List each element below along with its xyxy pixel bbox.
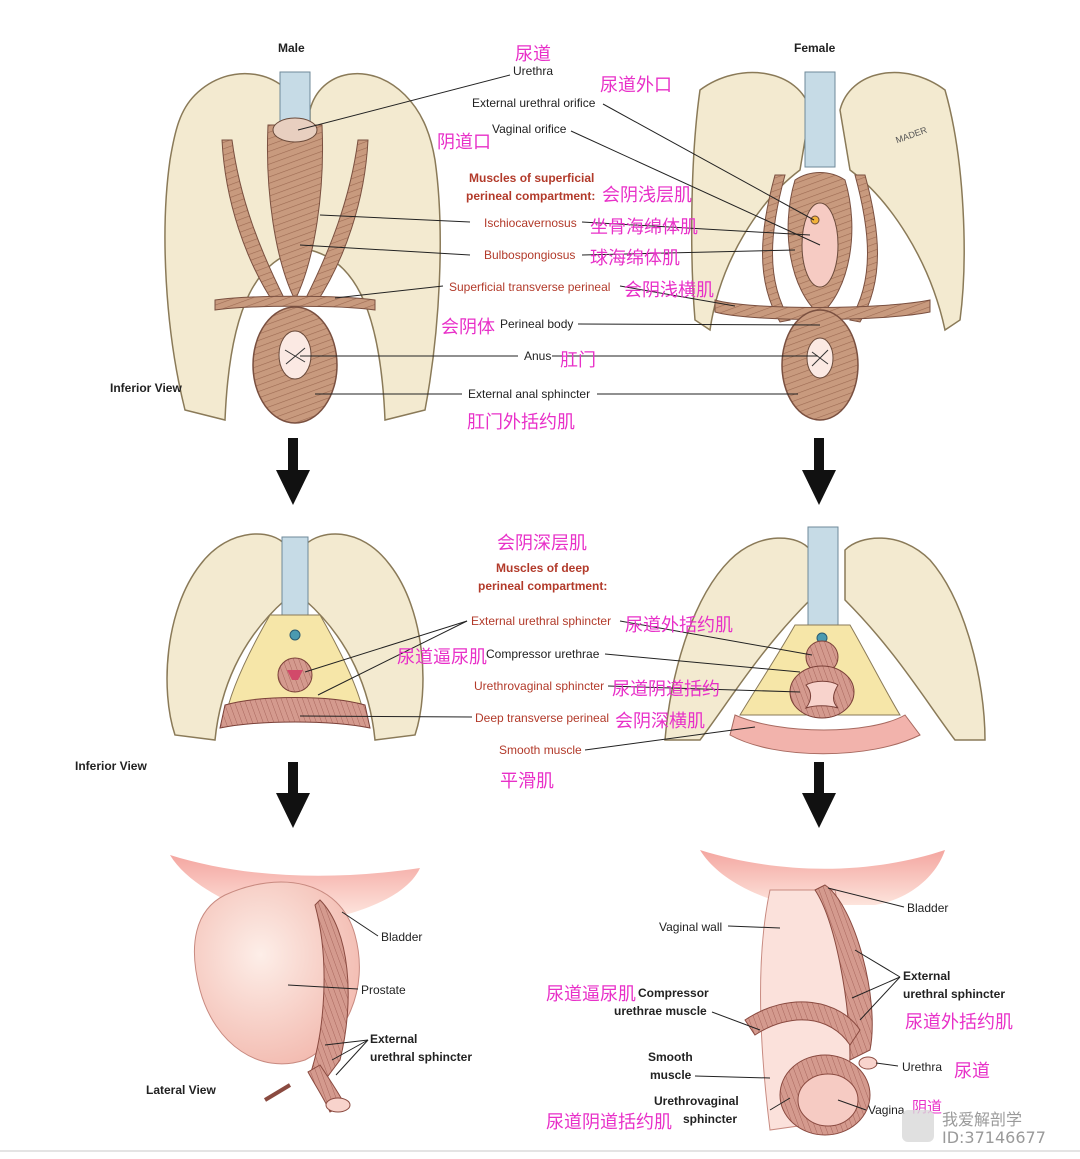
- bottom-male-illustration: [170, 855, 420, 1113]
- label-vaginal-orifice-cn: 阴道口: [437, 132, 491, 153]
- arrow-mid-left: [276, 762, 310, 828]
- label-urethrovag-bottom-2: sphincter: [683, 1112, 738, 1126]
- label-superficial-title-2: perineal compartment:: [466, 189, 596, 203]
- top-male-urethra-end: [272, 117, 318, 143]
- label-compressor-cn: 尿道逼尿肌: [397, 647, 487, 668]
- label-compressor-bottom-1: Compressor: [638, 986, 709, 1000]
- label-ext-sph-male-1: External: [370, 1032, 418, 1046]
- middle-female-urethra-tube: [807, 526, 839, 626]
- middle-female-smooth-muscle: [729, 714, 921, 755]
- bottom-female-bladder: [700, 850, 945, 905]
- label-perineal-body-cn: 会阴体: [441, 317, 495, 338]
- label-vagina: Vagina: [868, 1103, 905, 1117]
- label-deep-title-1: Muscles of deep: [496, 561, 590, 575]
- header-lateral-view: Lateral View: [146, 1083, 216, 1097]
- label-compressor-bottom-cn: 尿道逼尿肌: [546, 984, 636, 1005]
- label-bulbo-cn: 球海绵体肌: [590, 248, 680, 269]
- label-anus-cn: 肛门: [560, 350, 596, 371]
- label-ext-anal-cn: 肛门外括约肌: [467, 412, 575, 433]
- arrow-mid-right: [802, 762, 836, 828]
- label-smooth-bottom-1: Smooth: [648, 1050, 693, 1064]
- label-compressor: Compressor urethrae: [486, 647, 600, 661]
- label-ext-ureth-sph: External urethral sphincter: [471, 614, 612, 628]
- header-male: Male: [278, 41, 305, 55]
- top-female-ischio-right: [849, 174, 878, 323]
- label-urethra-bottom-cn: 尿道: [954, 1061, 990, 1082]
- watermark-logo-icon: [902, 1110, 934, 1142]
- arrow-top-right: [802, 438, 836, 505]
- top-female-ischio-left: [762, 174, 791, 323]
- label-smooth: Smooth muscle: [499, 743, 582, 757]
- label-sup-trans-cn: 会阴浅横肌: [624, 280, 714, 301]
- label-bladder-male: Bladder: [381, 930, 423, 944]
- label-deep-title-cn: 会阴深层肌: [497, 533, 587, 554]
- label-anus: Anus: [524, 349, 552, 363]
- label-superficial-title-1: Muscles of superficial: [469, 171, 595, 185]
- header-inferior-view-1: Inferior View: [110, 381, 182, 395]
- watermark-id: ID:37146677: [942, 1128, 1046, 1147]
- label-vaginal-orifice: Vaginal orifice: [492, 122, 567, 136]
- label-urethra-cn: 尿道: [515, 44, 551, 65]
- label-smooth-cn: 平滑肌: [500, 771, 554, 792]
- label-urethrovaginal-cn: 尿道阴道括约: [612, 679, 720, 700]
- header-inferior-view-2: Inferior View: [75, 759, 147, 773]
- top-male-urethra-tube: [279, 71, 311, 123]
- label-ischio-cn: 坐骨海绵体肌: [590, 217, 698, 238]
- label-ext-sph-female-1: External: [903, 969, 951, 983]
- middle-leader-lines: [299, 620, 813, 751]
- top-female-illustration: [690, 71, 965, 421]
- label-compressor-bottom-2: urethrae muscle: [614, 1004, 707, 1018]
- label-ext-anal: External anal sphincter: [468, 387, 591, 401]
- arrow-top-left: [276, 438, 310, 505]
- label-ext-ureth-sph-cn: 尿道外括约肌: [625, 615, 733, 636]
- label-urethrovag-bottom-cn: 尿道阴道括约肌: [546, 1112, 672, 1133]
- label-ext-sph-female-2: urethral sphincter: [903, 987, 1006, 1001]
- top-male-transverse: [214, 295, 376, 311]
- middle-male-illustration: [166, 533, 424, 741]
- middle-male-deep-transverse: [219, 697, 371, 729]
- label-ischio: Ischiocavernosus: [484, 216, 577, 230]
- label-urethra-bottom: Urethra: [902, 1060, 943, 1074]
- arrows: [276, 438, 836, 828]
- label-ext-sph-female-cn: 尿道外括约肌: [905, 1012, 1013, 1033]
- middle-female-illustration: [664, 526, 986, 755]
- top-male-anus: [278, 330, 312, 380]
- label-bulbo: Bulbospongiosus: [484, 248, 576, 262]
- label-deep-title-2: perineal compartment:: [478, 579, 608, 593]
- label-deep-trans: Deep transverse perineal: [475, 711, 610, 725]
- top-female-urethral-orifice: [810, 215, 820, 225]
- top-female-bone-right: [839, 71, 965, 332]
- label-superficial-title-cn: 会阴浅层肌: [602, 185, 692, 206]
- label-urethrovaginal: Urethrovaginal sphincter: [474, 679, 605, 693]
- label-urethrovag-bottom-1: Urethrovaginal: [654, 1094, 739, 1108]
- label-deep-trans-cn: 会阴深横肌: [615, 711, 705, 732]
- top-male-bone-right: [309, 72, 441, 421]
- bottom-female-compressor: [744, 1001, 861, 1046]
- label-urethra: Urethra: [513, 64, 554, 78]
- label-perineal-body: Perineal body: [500, 317, 574, 331]
- header-female: Female: [794, 41, 836, 55]
- top-male-illustration: [164, 71, 441, 424]
- label-ext-orifice-cn: 尿道外口: [600, 75, 672, 96]
- label-sup-trans: Superficial transverse perineal: [449, 280, 611, 294]
- bottom-female-illustration: [700, 850, 945, 1136]
- top-female-bone-left: [690, 71, 811, 332]
- label-vaginal-wall: Vaginal wall: [659, 920, 723, 934]
- top-male-bulbo: [267, 124, 323, 302]
- bottom-female-ext-sphincter: [814, 884, 873, 1061]
- label-prostate: Prostate: [361, 983, 406, 997]
- label-smooth-bottom-2: muscle: [650, 1068, 692, 1082]
- top-female-urethra-tube: [804, 71, 836, 168]
- watermark-name: 我爱解剖学: [942, 1110, 1023, 1129]
- bottom-leader-lines: [287, 887, 905, 1111]
- label-ext-sph-male-2: urethral sphincter: [370, 1050, 473, 1064]
- top-leader-lines: [297, 74, 821, 395]
- middle-male-urethra-tube: [281, 536, 309, 618]
- bottom-male-prostate: [194, 881, 360, 1065]
- label-ext-orifice: External urethral orifice: [472, 96, 596, 110]
- label-bladder-female: Bladder: [907, 901, 949, 915]
